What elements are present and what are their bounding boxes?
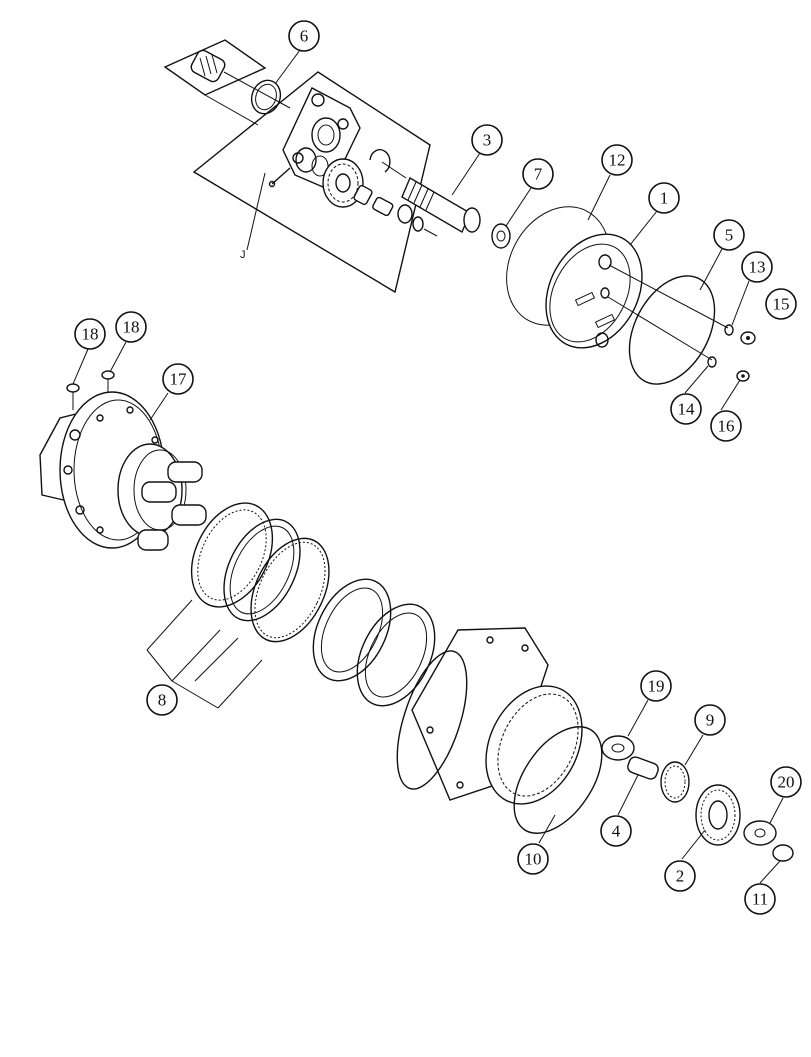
small-parts-13-16 (707, 324, 756, 382)
callout-15-label: 15 (773, 295, 790, 314)
callout-3-label: 3 (483, 131, 492, 150)
callout-3[interactable]: 3 (471, 124, 503, 156)
planet-gear-part (322, 158, 364, 208)
callout-12[interactable]: 12 (601, 144, 633, 176)
callout-9[interactable]: 9 (694, 704, 726, 736)
bearing-rings-8 (190, 502, 330, 643)
callout-6-label: 6 (300, 27, 309, 46)
callout-13-label: 13 (749, 258, 766, 277)
callout-11[interactable]: 11 (744, 883, 776, 915)
shaft-4 (627, 756, 659, 780)
callout-12-label: 12 (609, 151, 626, 170)
callout-8[interactable]: 8 (146, 684, 178, 716)
callout-4[interactable]: 4 (600, 815, 632, 847)
callout-16[interactable]: 16 (710, 410, 742, 442)
callout-10[interactable]: 10 (517, 843, 549, 875)
sun-gear-part (190, 49, 291, 109)
snap-ring-part (369, 148, 391, 173)
washer-19 (601, 735, 635, 761)
callout-18-left[interactable]: 18 (74, 318, 106, 350)
callout-1-label: 1 (660, 189, 669, 208)
j-group-bracket (163, 39, 431, 294)
o-ring-10 (513, 726, 603, 834)
callout-5[interactable]: 5 (713, 219, 745, 251)
callout-4-label: 4 (612, 822, 621, 841)
callout-6[interactable]: 6 (288, 20, 320, 52)
o-ring-5 (628, 275, 716, 385)
callout-14-label: 14 (678, 400, 696, 419)
callout-18-right-label: 18 (123, 318, 140, 337)
callout-18-left-label: 18 (82, 325, 99, 344)
group-label-j: J (240, 249, 246, 261)
callout-20-label: 20 (778, 773, 795, 792)
snap-ring-11 (772, 844, 794, 862)
callout-18-right[interactable]: 18 (115, 311, 147, 343)
seal-ring-6 (250, 79, 282, 115)
washer-20 (743, 820, 777, 846)
callout-7-label: 7 (534, 165, 543, 184)
callout-9-label: 9 (706, 711, 715, 730)
callout-19[interactable]: 19 (640, 670, 672, 702)
callout-2-label: 2 (676, 867, 685, 886)
callout-8-label: 8 (158, 691, 167, 710)
planet-pins (137, 461, 207, 551)
input-shaft-3 (381, 161, 481, 234)
ring-gear-housing (396, 627, 583, 805)
cover-1 (545, 233, 729, 361)
callout-10-label: 10 (525, 850, 542, 869)
thrust-washer-7 (491, 223, 511, 249)
callout-11-label: 11 (752, 890, 768, 909)
callout-2[interactable]: 2 (664, 860, 696, 892)
pin-part (268, 167, 291, 188)
callout-17-label: 17 (170, 370, 188, 389)
callout-16-label: 16 (718, 417, 735, 436)
callout-5-label: 5 (725, 226, 734, 245)
callout-14[interactable]: 14 (670, 393, 702, 425)
callout-20[interactable]: 20 (770, 766, 802, 798)
planet-shaft-part (353, 185, 438, 237)
motor-housing-17 (39, 391, 187, 549)
callout-1[interactable]: 1 (648, 182, 680, 214)
bearing-cones (312, 578, 436, 707)
gear-2 (695, 784, 741, 846)
callout-15[interactable]: 15 (765, 288, 797, 320)
callout-13[interactable]: 13 (741, 251, 773, 283)
callout-7[interactable]: 7 (522, 158, 554, 190)
leader-lines (72, 49, 784, 884)
gear-9 (660, 761, 690, 803)
callout-19-label: 19 (648, 677, 665, 696)
callout-17[interactable]: 17 (162, 363, 194, 395)
